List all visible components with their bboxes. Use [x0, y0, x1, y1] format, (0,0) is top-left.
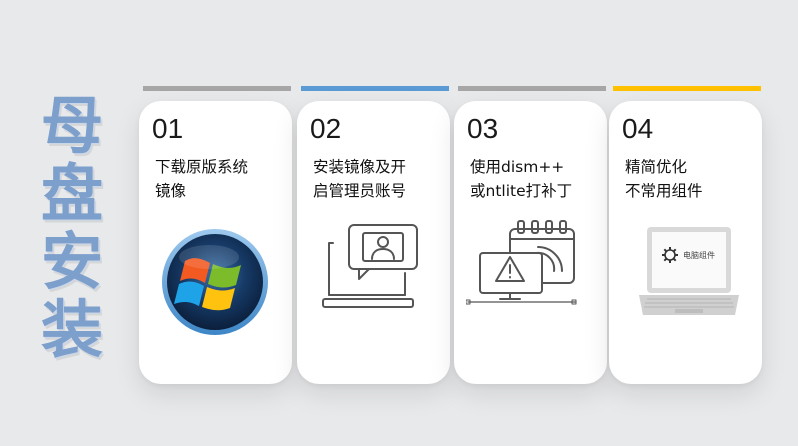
step-number: 03: [467, 113, 499, 144]
step-description: 安装镜像及开 启管理员账号: [313, 155, 443, 203]
title-char: 装: [40, 293, 103, 366]
step-4-accent-bar: [613, 86, 761, 91]
step-description: 精简优化 不常用组件: [625, 155, 755, 203]
calendar-warning-icon: [466, 220, 577, 305]
title-char: 母: [40, 89, 103, 162]
step-card-2: 02 安装镜像及开 启管理员账号: [297, 101, 450, 384]
laptop-screen-label: 电脑组件: [683, 250, 715, 260]
step-description-line: 不常用组件: [625, 182, 703, 200]
admin-laptop-icon: [322, 224, 418, 308]
step-number: 04: [622, 113, 654, 144]
step-description-line: 安装镜像及开: [313, 158, 407, 176]
gear-icon: [662, 247, 678, 263]
step-card-3: 03 使用dism++ 或ntlite打补丁: [454, 101, 607, 384]
step-number: 01: [152, 113, 184, 144]
step-2-accent-bar: [301, 86, 449, 91]
step-1-accent-bar: [143, 86, 291, 91]
windows-logo-icon: [162, 229, 268, 335]
step-description-line: 下载原版系统: [155, 158, 249, 176]
page-title: 母 盘 安 装: [32, 92, 112, 364]
title-char: 安: [40, 225, 103, 298]
title-char: 盘: [40, 157, 103, 230]
laptop-gear-icon: 电脑组件: [639, 227, 739, 315]
step-card-4: 04 精简优化 不常用组件 电脑组件: [609, 101, 762, 384]
step-3-accent-bar: [458, 86, 606, 91]
step-description: 下载原版系统 镜像: [155, 155, 285, 203]
step-number: 02: [310, 113, 342, 144]
step-description-line: 精简优化: [625, 158, 688, 176]
step-description-line: 镜像: [155, 182, 187, 200]
step-description-line: 或ntlite打补丁: [470, 182, 573, 200]
step-description-line: 使用dism++: [470, 158, 565, 176]
step-description-line: 启管理员账号: [313, 182, 407, 200]
step-card-1: 01 下载原版系统 镜像: [139, 101, 292, 384]
step-description: 使用dism++ 或ntlite打补丁: [470, 155, 600, 203]
